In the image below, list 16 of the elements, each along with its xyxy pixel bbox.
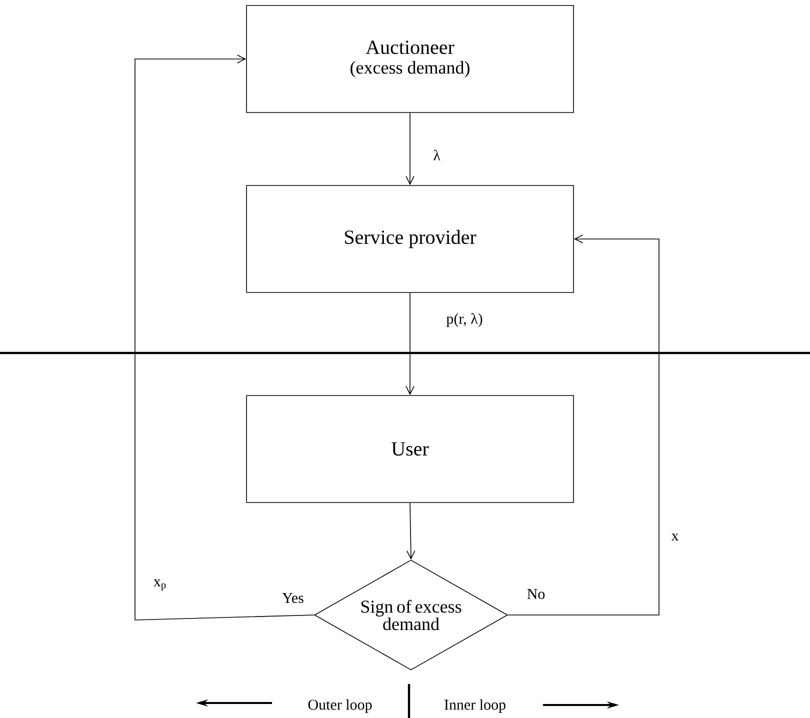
arrow — [406, 292, 414, 396]
loop-label: Inner loop — [444, 699, 506, 713]
arrow — [134, 54, 314, 620]
arrow — [406, 502, 416, 560]
loop-label: Outer loop — [308, 699, 372, 713]
x-label: x$_{p}$ — [154, 579, 166, 591]
edge-label: p(r, λ) — [445, 312, 484, 328]
edge-label: Yes — [281, 592, 305, 604]
edge-label: λ — [432, 148, 442, 162]
arrow — [508, 234, 660, 616]
arrow — [406, 112, 414, 186]
x-label: x — [671, 534, 679, 540]
process-box: Auctioneer (excess demand) — [246, 5, 574, 113]
edge-label: No — [526, 588, 546, 600]
process-box: Service provider — [246, 185, 574, 293]
process-box: User — [246, 395, 574, 503]
